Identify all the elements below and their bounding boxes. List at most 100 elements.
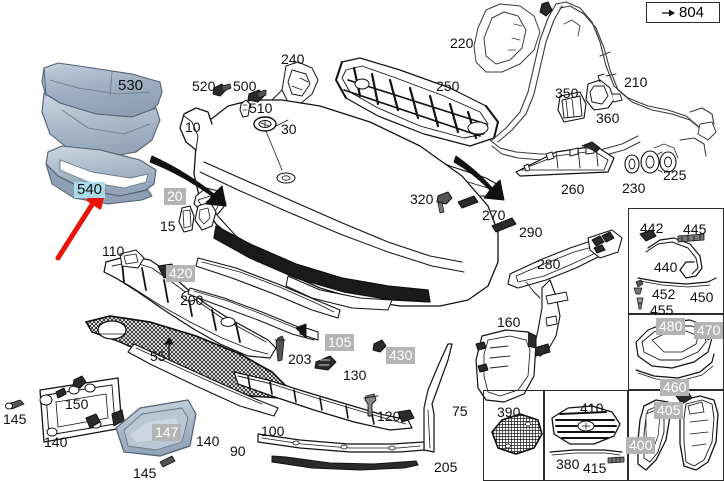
reference-legend-label: 804 [678, 4, 705, 21]
part-280-shape [507, 229, 623, 357]
part-500-shape [247, 89, 267, 103]
part-callout-480[interactable]: 480 [656, 318, 686, 335]
part-callout-280[interactable]: 280 [537, 256, 561, 272]
part-callout-145[interactable]: 145 [3, 411, 27, 427]
part-callout-380[interactable]: 380 [556, 456, 580, 472]
part-callout-200[interactable]: 200 [180, 292, 204, 308]
part-145-a-shape [5, 399, 25, 410]
part-callout-470[interactable]: 470 [694, 322, 724, 339]
part-callout-147[interactable]: 147 [152, 424, 182, 441]
panel-440-contents [633, 229, 717, 310]
part-callout-260[interactable]: 260 [561, 181, 585, 197]
part-callout-442[interactable]: 442 [640, 220, 664, 236]
part-callout-350[interactable]: 350 [555, 85, 579, 101]
part-callout-415[interactable]: 415 [583, 460, 607, 476]
part-callout-160[interactable]: 160 [497, 314, 521, 330]
part-270-shape [457, 195, 479, 209]
part-520-shape [212, 83, 232, 97]
part-10-bumper-cover [179, 99, 499, 311]
part-callout-440[interactable]: 440 [654, 259, 678, 275]
part-callout-390[interactable]: 390 [497, 404, 521, 420]
part-callout-10[interactable]: 10 [185, 119, 201, 135]
part-callout-360[interactable]: 360 [596, 110, 620, 126]
part-callout-400[interactable]: 400 [626, 437, 656, 454]
part-callout-90[interactable]: 90 [230, 443, 246, 459]
part-callout-530[interactable]: 530 [118, 77, 144, 94]
right-arrow-icon [661, 9, 675, 16]
part-callout-15[interactable]: 15 [160, 218, 176, 234]
part-225-shape [640, 150, 677, 174]
part-callout-120[interactable]: 120 [377, 408, 401, 424]
reference-legend-box[interactable]: 804 [646, 2, 720, 23]
part-callout-110[interactable]: 110 [102, 243, 125, 259]
part-callout-140[interactable]: 140 [196, 433, 220, 449]
part-360-shape [585, 73, 623, 111]
panel-400-contents [637, 391, 719, 471]
part-callout-455[interactable]: 455 [650, 302, 674, 318]
part-callout-240[interactable]: 240 [281, 51, 305, 67]
part-callout-450[interactable]: 450 [690, 289, 714, 305]
part-callout-410[interactable]: 410 [580, 400, 604, 416]
part-callout-540[interactable]: 540 [74, 182, 106, 198]
part-callout-210[interactable]: 210 [624, 74, 648, 90]
part-260-shape [515, 141, 615, 177]
part-120-shape [363, 393, 379, 417]
part-15-shape [178, 205, 195, 233]
part-203-shape [274, 335, 286, 362]
part-callout-270[interactable]: 270 [482, 207, 506, 223]
panel-410-contents [549, 405, 625, 464]
part-75-shape [423, 343, 453, 453]
part-420-shape [195, 257, 341, 319]
part-callout-420[interactable]: 420 [166, 265, 196, 282]
part-20-shape [194, 197, 217, 231]
part-145-b-shape [159, 455, 176, 468]
part-callout-225[interactable]: 225 [663, 167, 687, 183]
part-callout-130[interactable]: 130 [343, 367, 367, 383]
part-callout-452[interactable]: 452 [652, 286, 676, 302]
assembly-direction-arrow [149, 155, 227, 207]
part-callout-20[interactable]: 20 [164, 188, 186, 205]
part-430-shape [372, 339, 387, 353]
part-130-shape [314, 355, 337, 371]
part-callout-105[interactable]: 105 [325, 334, 355, 351]
part-callout-203[interactable]: 203 [288, 351, 312, 367]
part-callout-145[interactable]: 145 [133, 465, 157, 481]
part-callout-320[interactable]: 320 [410, 191, 434, 207]
part-callout-230[interactable]: 230 [622, 180, 646, 196]
part-290-shape [491, 217, 517, 233]
part-callout-150[interactable]: 150 [65, 396, 89, 412]
part-205-lip-lower [271, 455, 419, 471]
part-530-shape [41, 62, 163, 159]
red-arrow-icon [55, 188, 106, 261]
part-callout-205[interactable]: 205 [434, 459, 458, 475]
assembly-direction-arrow-2 [453, 155, 505, 201]
part-callout-30[interactable]: 30 [281, 121, 297, 137]
part-callout-460[interactable]: 460 [660, 379, 690, 396]
part-callout-220[interactable]: 220 [450, 35, 474, 51]
part-callout-430[interactable]: 430 [386, 347, 416, 364]
part-callout-520[interactable]: 520 [192, 78, 216, 94]
part-220-shape [473, 3, 541, 73]
part-callout-445[interactable]: 445 [683, 221, 707, 237]
part-100-shape [233, 371, 415, 431]
part-callout-75[interactable]: 75 [452, 403, 468, 419]
part-150-shape [72, 375, 87, 389]
part-callout-500[interactable]: 500 [233, 78, 257, 94]
part-callout-140[interactable]: 140 [44, 434, 68, 450]
part-callout-250[interactable]: 250 [436, 78, 460, 94]
part-540-shape [45, 145, 157, 205]
part-callout-290[interactable]: 290 [519, 224, 543, 240]
part-callout-55[interactable]: 55 [150, 348, 166, 364]
part-callout-100[interactable]: 100 [261, 423, 285, 439]
part-200-shape [187, 287, 317, 341]
part-510-shape [239, 99, 251, 118]
part-30-shape [253, 116, 296, 184]
part-callout-405[interactable]: 405 [654, 402, 684, 419]
part-callout-510[interactable]: 510 [249, 100, 273, 116]
part-320-shape [436, 191, 453, 214]
panel-390-contents [491, 413, 543, 455]
part-350-shape [557, 91, 587, 123]
part-105-pointer [295, 323, 319, 341]
